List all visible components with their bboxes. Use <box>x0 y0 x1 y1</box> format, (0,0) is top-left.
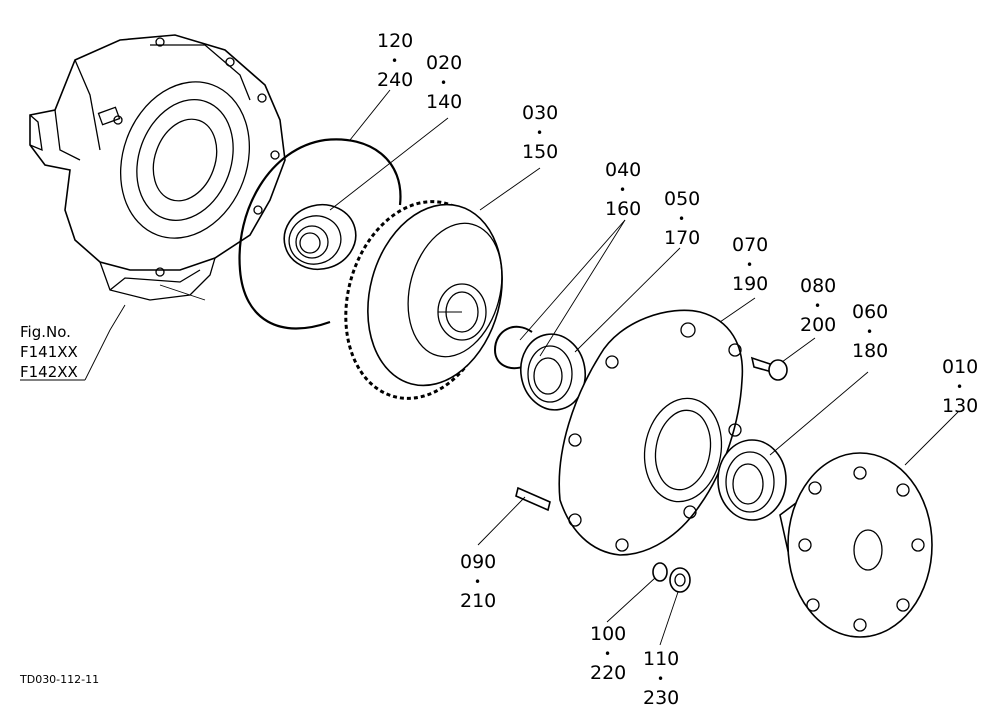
callout-030-bottom: 150 <box>522 141 558 163</box>
callout-110-separator: • <box>657 672 664 686</box>
part-110-nut <box>669 567 691 593</box>
part-050-bearing <box>520 333 586 411</box>
callout-100-top: 100 <box>590 623 626 645</box>
part-060-oil-seal <box>717 439 787 521</box>
callout-110-bottom: 230 <box>643 687 679 709</box>
callout-120-top: 120 <box>377 30 413 52</box>
fig-number-2: F142XX <box>20 363 78 381</box>
callout-090-separator: • <box>474 575 481 589</box>
part-100-washer <box>652 562 668 582</box>
callout-030-top: 030 <box>522 102 558 124</box>
callout-020-bottom: 140 <box>426 91 462 113</box>
callout-040-top: 040 <box>605 159 641 181</box>
callout-080-top: 080 <box>800 275 836 297</box>
callout-110-top: 110 <box>643 648 679 670</box>
callout-070-bottom: 190 <box>732 273 768 295</box>
callout-040-bottom: 160 <box>605 198 641 220</box>
callout-050-top: 050 <box>664 188 700 210</box>
callout-060-top: 060 <box>852 301 888 323</box>
callout-100-bottom: 220 <box>590 662 626 684</box>
part-120-snap-ring <box>238 138 402 330</box>
callout-020-top: 020 <box>426 52 462 74</box>
part-030-bevel-gear <box>344 200 503 400</box>
part-090-stud <box>515 486 551 512</box>
part-010-flange-shaft <box>779 452 933 638</box>
part-020-bearing <box>283 203 357 271</box>
fig-label: Fig.No. <box>20 323 71 341</box>
callout-060-bottom: 180 <box>852 340 888 362</box>
callout-070-top: 070 <box>732 234 768 256</box>
part-040-snap-ring <box>493 325 533 370</box>
callout-030-separator: • <box>536 126 543 140</box>
callout-010-bottom: 130 <box>942 395 978 417</box>
callout-050-separator: • <box>678 212 685 226</box>
callout-020-separator: • <box>440 76 447 90</box>
callout-070-separator: • <box>746 258 753 272</box>
callout-080-bottom: 200 <box>800 314 836 336</box>
callout-090-bottom: 210 <box>460 590 496 612</box>
callout-060-separator: • <box>866 325 873 339</box>
callout-120-bottom: 240 <box>377 69 413 91</box>
callout-040-separator: • <box>619 183 626 197</box>
gear-housing <box>29 34 286 301</box>
callout-010-top: 010 <box>942 356 978 378</box>
fig-number-1: F141XX <box>20 343 78 361</box>
drawing-code: TD030-112-11 <box>19 673 99 686</box>
callout-050-bottom: 170 <box>664 227 700 249</box>
callout-100-separator: • <box>604 647 611 661</box>
part-080-bolt <box>750 356 788 381</box>
callout-010-separator: • <box>956 380 963 394</box>
part-070-cover <box>558 309 744 556</box>
callout-120-separator: • <box>391 54 398 68</box>
callout-090-top: 090 <box>460 551 496 573</box>
callout-080-separator: • <box>814 299 821 313</box>
